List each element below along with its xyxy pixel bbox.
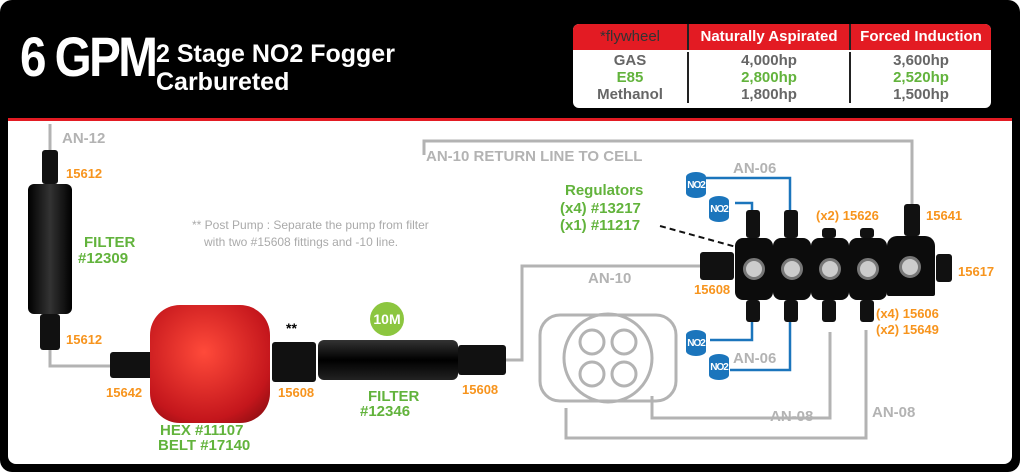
title-line-2: Carbureted [156,68,290,96]
regulator-4 [849,238,887,300]
pump-hex: HEX #11107 [160,422,244,439]
label-an06-bottom: AN-06 [733,350,777,367]
filter-12346 [318,340,458,380]
bypass-regulator [887,236,935,296]
part-15642: 15642 [106,385,143,400]
fuel-e85: E85 [616,69,644,86]
micron-badge: 10M [370,302,404,336]
no2-bottle-4: NO2 [709,354,729,380]
part-15612-top: 15612 [66,166,103,181]
fitting-15612-bottom [40,314,60,350]
part-15606: (x4) 15606 [876,306,939,321]
fitting-15641 [904,204,920,236]
plug-15626-1 [822,228,836,238]
na-e85: 2,800hp [741,69,797,86]
filter1-title: FILTER [84,234,136,251]
plug-15626-2 [860,228,874,238]
fi-e85: 2,520hp [893,69,949,86]
title-line-1: 2 Stage NO2 Fogger [156,40,395,68]
fuel-gas: GAS [613,52,647,69]
regulators-x1: (x1) #11217 [560,217,641,234]
fuel-pump [150,305,270,423]
regulator-1 [735,238,773,300]
table-header-row: *flywheel Naturally Aspirated Forced Ind… [573,24,991,50]
part-15608-inlet: 15608 [694,282,731,297]
fitting-bottom-3 [822,300,836,322]
label-an06-top: AN-06 [733,160,777,177]
fitting-15608-inlet [700,252,734,280]
fitting-bottom-4 [860,300,874,322]
filter-to-regulator-line [506,264,700,362]
fi-methanol: 1,500hp [893,86,949,103]
part-15608-filter: 15608 [462,382,499,397]
no2-bottle-2: NO2 [709,196,729,222]
part-15626: (x2) 15626 [816,208,879,223]
na-gas: 4,000hp [741,52,797,69]
fi-gas: 3,600hp [893,52,949,69]
part-15612-bottom: 15612 [66,332,103,347]
filter2-title: FILTER [368,388,420,405]
plug-15617 [936,254,952,282]
flow-rate-title: 6 GPM [20,25,158,88]
fitting-15612-top [42,150,58,184]
filter1-number: #12309 [78,250,129,267]
pump-belt: BELT #17140 [158,437,251,454]
fitting-top-1 [746,210,760,238]
return-line [422,139,914,205]
fitting-top-2 [784,210,798,238]
part-15608-pump: 15608 [278,385,315,400]
pump-note-mark: ** [286,320,297,336]
regulators-title: Regulators [565,182,644,199]
fitting-15608-filter [458,345,506,375]
nitrous-line-bottom-2 [730,312,792,372]
no2-bottle-1: NO2 [686,172,706,198]
engine-return-line-a [650,332,832,420]
horsepower-table: *flywheel Naturally Aspirated Forced Ind… [573,24,991,108]
filter-12309 [28,184,72,314]
fitting-15642 [110,352,154,378]
header-forced-induction: Forced Induction [849,24,991,50]
no2-bottle-3: NO2 [686,330,706,356]
engine-outline [538,313,678,403]
header-naturally-aspirated: Naturally Aspirated [687,24,849,50]
fuel-methanol: Methanol [597,86,663,103]
engine-return-line-b [564,330,868,440]
label-return-line: AN-10 RETURN LINE TO CELL [426,148,643,165]
part-15649: (x2) 15649 [876,322,939,337]
label-an10: AN-10 [588,270,632,287]
part-15641: 15641 [926,208,963,223]
nitrous-line-top-1 [706,176,792,210]
fitting-15608-pump [272,342,316,382]
regulator-3 [811,238,849,300]
label-an12: AN-12 [62,130,106,147]
filter2-number: #12346 [360,403,411,420]
label-an08-a: AN-08 [770,408,814,425]
fitting-bottom-2 [784,300,798,322]
label-an08-b: AN-08 [872,404,916,421]
note-line-1: ** Post Pump : Separate the pump from fi… [192,218,429,232]
note-line-2: with two #15608 fittings and -10 line. [204,235,399,249]
regulator-2 [773,238,811,300]
regulator-leader-line [659,225,741,249]
regulators-x4: (x4) #13217 [560,200,641,217]
filter-to-pump-line [48,345,110,368]
part-15617: 15617 [958,264,995,279]
header-flywheel: *flywheel [599,28,661,45]
fitting-bottom-1 [746,300,760,322]
na-methanol: 1,800hp [741,86,797,103]
